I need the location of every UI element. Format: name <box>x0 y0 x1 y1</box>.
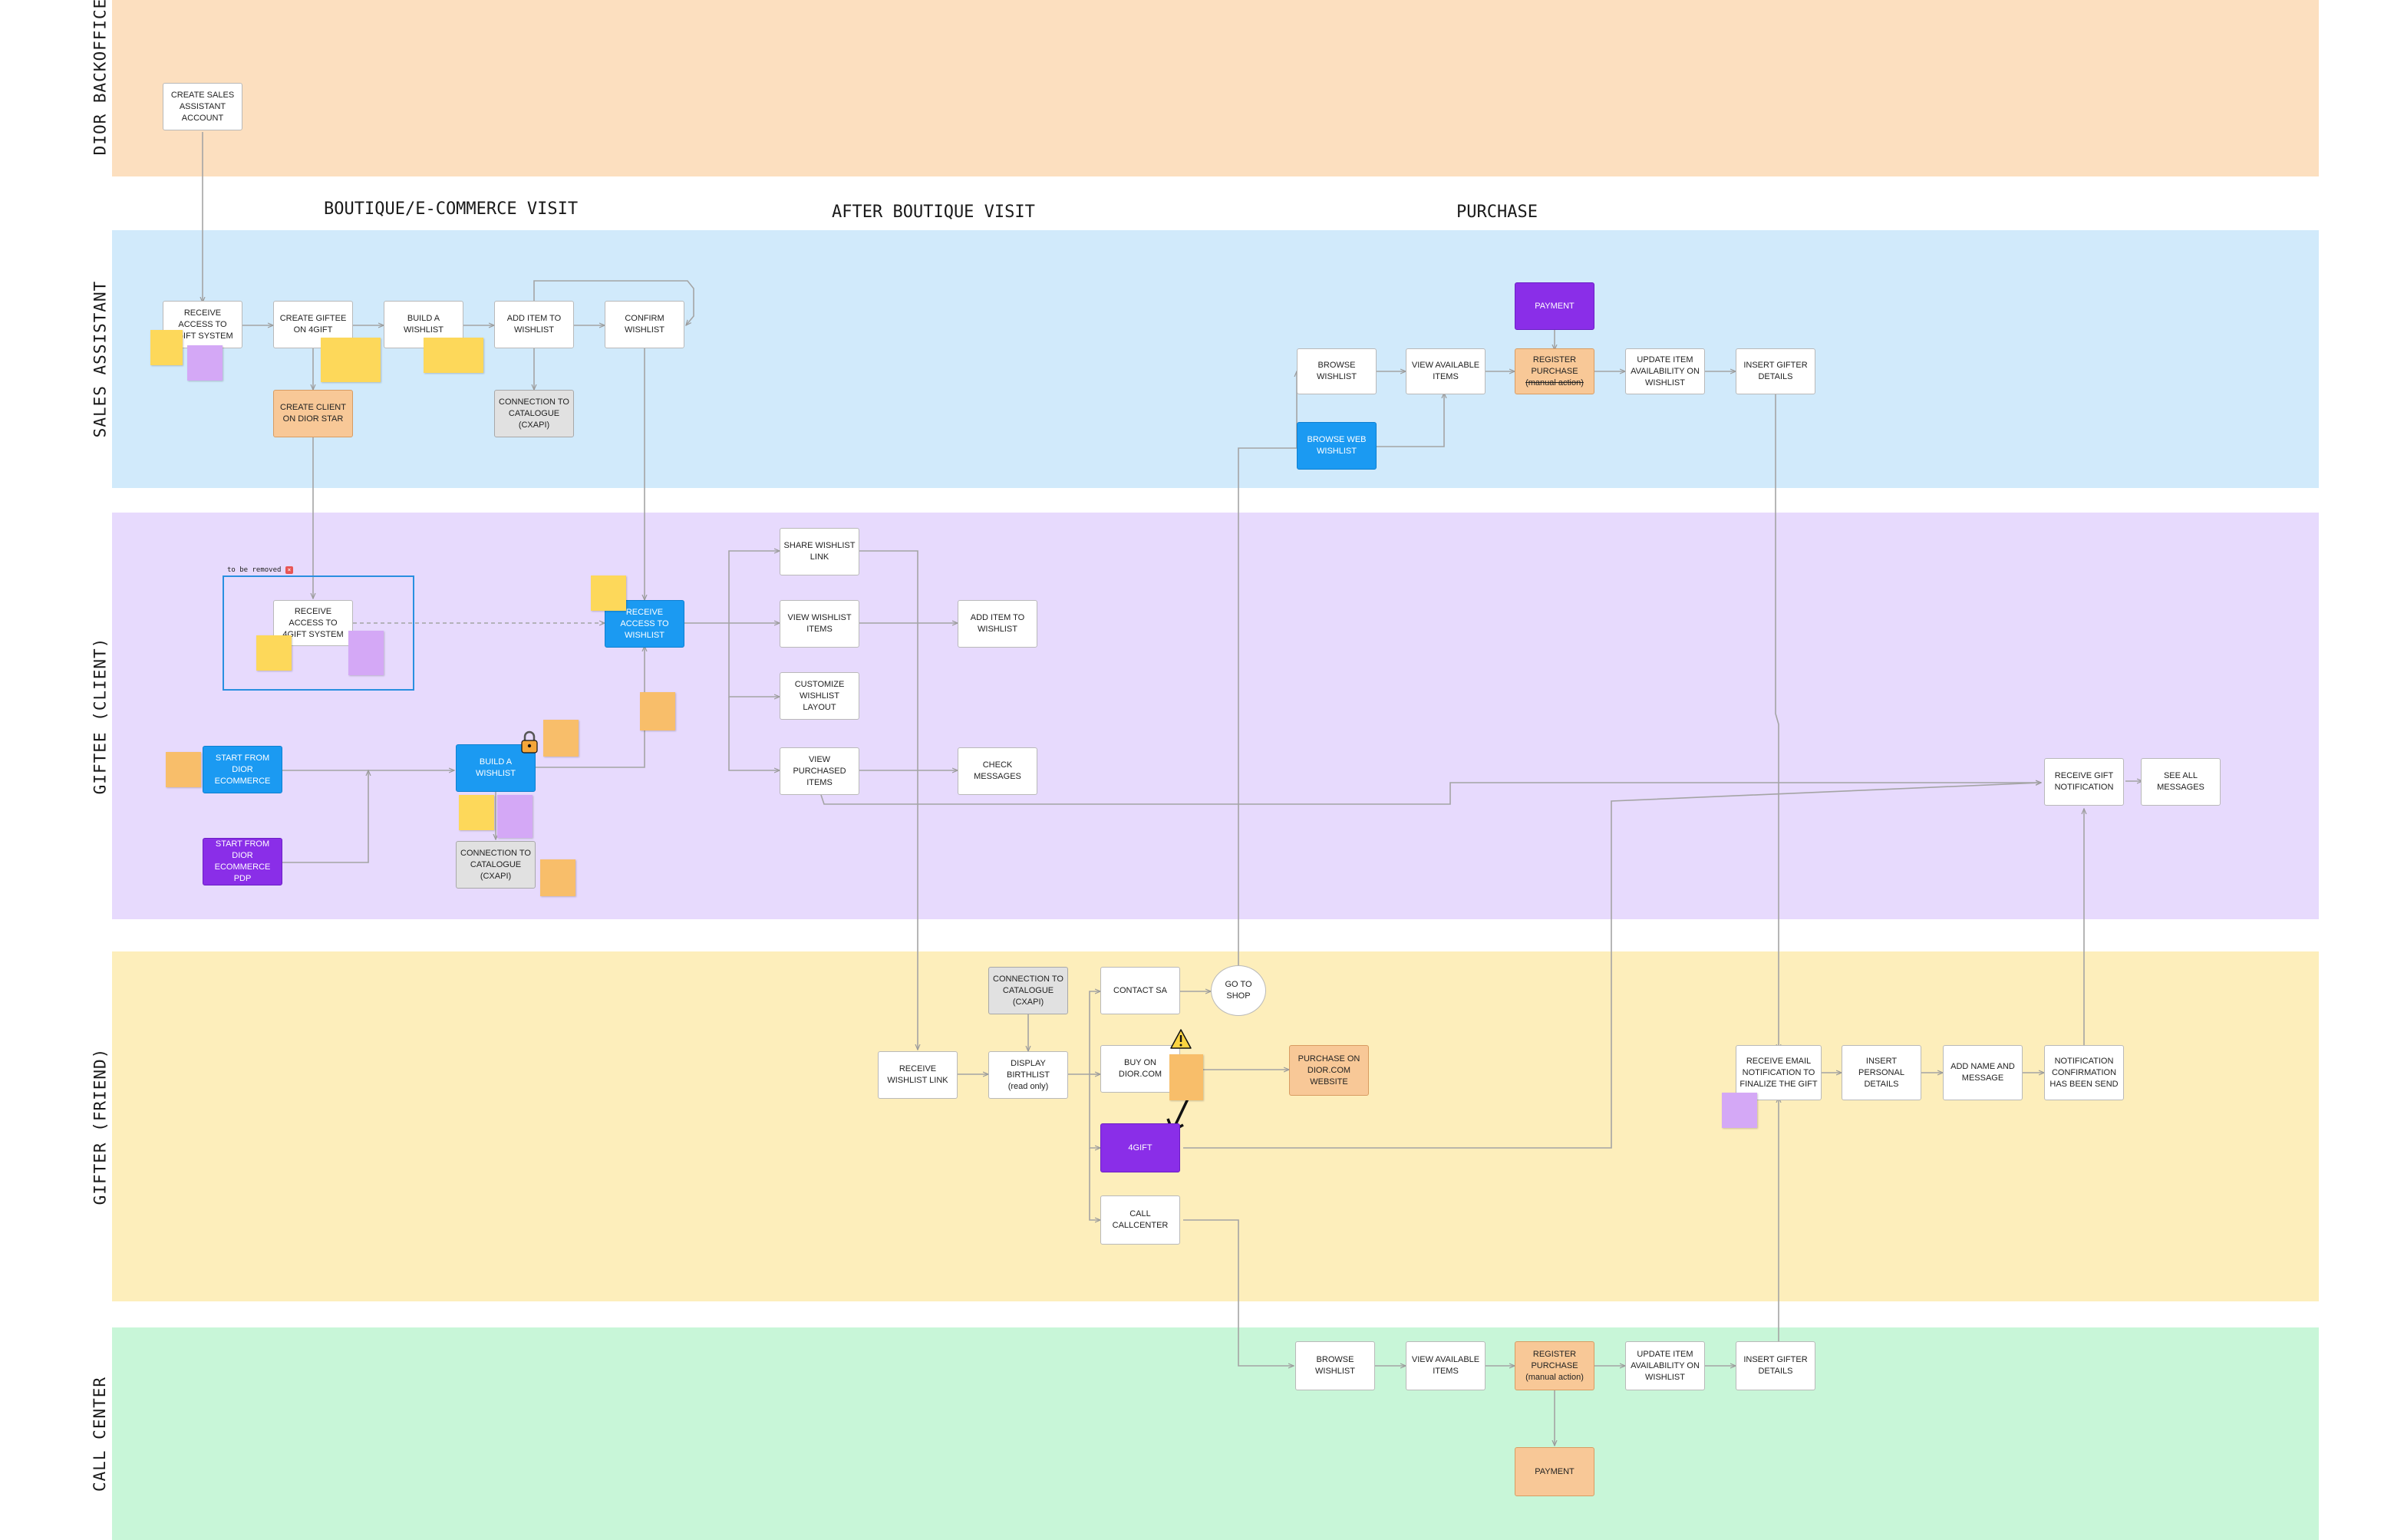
node-gifter-catalogue-connection[interactable]: CONNECTION TO CATALOGUE (CXAPI) <box>988 967 1068 1014</box>
node-giftee-catalogue-connection[interactable]: CONNECTION TO CATALOGUE (CXAPI) <box>456 841 536 889</box>
node-receive-email-notification[interactable]: RECEIVE EMAIL NOTIFICATION TO FINALIZE T… <box>1736 1045 1822 1100</box>
display-birthlist-label: DISPLAY BIRTHLIST <box>1006 1058 1050 1080</box>
node-sa-browse-wishlist[interactable]: BROWSE WISHLIST <box>1297 348 1377 394</box>
sticky-note <box>591 575 626 611</box>
node-payment-sa[interactable]: PAYMENT <box>1515 282 1594 330</box>
node-confirm-wishlist[interactable]: CONFIRM WISHLIST <box>605 301 684 348</box>
sticky-note <box>256 635 292 671</box>
node-sa-catalogue-connection[interactable]: CONNECTION TO CATALOGUE (CXAPI) <box>494 390 574 437</box>
node-sa-register-purchase[interactable]: REGISTER PURCHASE (manual action) <box>1515 348 1594 394</box>
sticky-note <box>640 692 675 730</box>
node-payment-cc[interactable]: PAYMENT <box>1515 1447 1594 1496</box>
sticky-note <box>1722 1093 1757 1128</box>
node-go-to-shop[interactable]: GO TO SHOP <box>1211 965 1266 1016</box>
to-be-removed-label: to be removed × <box>227 566 293 574</box>
node-notification-confirmation[interactable]: NOTIFICATION CONFIRMATION HAS BEEN SEND <box>2044 1045 2124 1100</box>
node-check-messages[interactable]: CHECK MESSAGES <box>958 747 1037 795</box>
lock-icon <box>520 730 539 754</box>
phase-after-boutique: AFTER BOUTIQUE VISIT <box>832 203 1035 222</box>
phase-boutique: BOUTIQUE/E-COMMERCE VISIT <box>324 200 579 219</box>
sticky-note <box>459 795 494 830</box>
warning-icon <box>1169 1028 1192 1050</box>
register-purchase-note: (manual action) <box>1525 378 1584 387</box>
sticky-note <box>497 795 533 838</box>
to-be-removed-text: to be removed <box>227 566 282 574</box>
node-call-callcenter[interactable]: CALL CALLCENTER <box>1100 1195 1180 1245</box>
lane-gifter <box>112 951 2319 1301</box>
node-start-from-dior-ecommerce[interactable]: START FROM DIOR ECOMMERCE <box>203 746 282 793</box>
node-share-wishlist-link[interactable]: SHARE WISHLIST LINK <box>780 528 859 575</box>
node-purchase-on-dior-com-website[interactable]: PURCHASE ON DIOR.COM WEBSITE <box>1289 1045 1369 1096</box>
node-4gift[interactable]: 4GIFT <box>1100 1123 1180 1172</box>
node-view-purchased-items[interactable]: VIEW PURCHASED ITEMS <box>780 747 859 795</box>
sticky-note <box>424 338 483 373</box>
node-view-wishlist-items[interactable]: VIEW WISHLIST ITEMS <box>780 600 859 648</box>
close-icon: × <box>285 566 293 574</box>
arrow-icon <box>1172 1095 1191 1129</box>
sticky-note <box>187 345 223 381</box>
node-sa-view-available-items[interactable]: VIEW AVAILABLE ITEMS <box>1406 348 1486 394</box>
node-see-all-messages[interactable]: SEE ALL MESSAGES <box>2141 758 2221 806</box>
lane-dior-backoffice <box>112 0 2319 176</box>
node-cc-register-purchase[interactable]: REGISTER PURCHASE (manual action) <box>1515 1341 1594 1390</box>
node-receive-gift-notification[interactable]: RECEIVE GIFT NOTIFICATION <box>2044 758 2124 806</box>
node-insert-personal-details[interactable]: INSERT PERSONAL DETAILS <box>1842 1045 1921 1100</box>
sticky-note <box>321 338 381 382</box>
node-browse-web-wishlist[interactable]: BROWSE WEB WISHLIST <box>1297 422 1377 470</box>
sticky-note <box>1169 1054 1203 1100</box>
node-buy-on-dior-com[interactable]: BUY ON DIOR.COM <box>1100 1045 1180 1093</box>
sticky-note <box>540 859 575 896</box>
sticky-note <box>150 330 183 365</box>
node-cc-browse-wishlist[interactable]: BROWSE WISHLIST <box>1295 1341 1375 1390</box>
node-cc-update-item-availability[interactable]: UPDATE ITEM AVAILABILITY ON WISHLIST <box>1625 1341 1705 1390</box>
node-add-item-to-wishlist[interactable]: ADD ITEM TO WISHLIST <box>494 301 574 348</box>
cc-register-purchase-label: REGISTER PURCHASE <box>1531 1349 1578 1370</box>
display-birthlist-note: (read only) <box>1007 1081 1049 1091</box>
node-display-birthlist[interactable]: DISPLAY BIRTHLIST (read only) <box>988 1051 1068 1099</box>
node-giftee-add-item[interactable]: ADD ITEM TO WISHLIST <box>958 600 1037 648</box>
phase-purchase: PURCHASE <box>1456 203 1538 222</box>
lane-call-center <box>112 1327 2319 1540</box>
node-add-name-and-message[interactable]: ADD NAME AND MESSAGE <box>1943 1045 2023 1100</box>
node-start-from-dior-ecommerce-pdp[interactable]: START FROM DIOR ECOMMERCE PDP <box>203 838 282 885</box>
register-purchase-label: REGISTER PURCHASE <box>1531 354 1578 376</box>
node-cc-insert-gifter-details[interactable]: INSERT GIFTER DETAILS <box>1736 1341 1815 1390</box>
node-sa-update-item-availability[interactable]: UPDATE ITEM AVAILABILITY ON WISHLIST <box>1625 348 1705 394</box>
node-create-sales-assistant-account[interactable]: CREATE SALES ASSISTANT ACCOUNT <box>163 83 242 130</box>
sticky-note <box>166 752 201 787</box>
to-be-removed-box <box>223 575 414 691</box>
node-cc-view-available-items[interactable]: VIEW AVAILABLE ITEMS <box>1406 1341 1486 1390</box>
sticky-note <box>543 720 579 757</box>
node-create-client-dior-star[interactable]: CREATE CLIENT ON DIOR STAR <box>273 390 353 437</box>
node-receive-wishlist-link[interactable]: RECEIVE WISHLIST LINK <box>878 1051 958 1099</box>
cc-register-purchase-note: (manual action) <box>1525 1372 1584 1382</box>
node-sa-insert-gifter-details[interactable]: INSERT GIFTER DETAILS <box>1736 348 1815 394</box>
sticky-note <box>348 631 384 675</box>
node-contact-sa[interactable]: CONTACT SA <box>1100 967 1180 1014</box>
node-customize-wishlist-layout[interactable]: CUSTOMIZE WISHLIST LAYOUT <box>780 672 859 720</box>
